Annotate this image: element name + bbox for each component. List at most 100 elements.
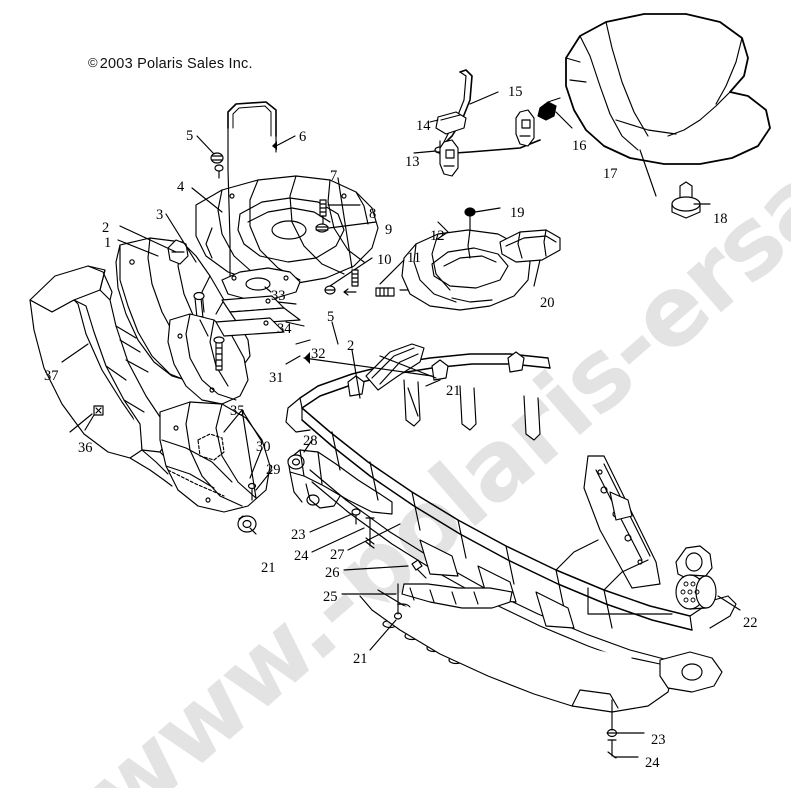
callout-16: 16 <box>572 138 587 154</box>
part-bolt-23-mid <box>351 508 361 525</box>
callout-33: 33 <box>271 288 286 304</box>
leader-21-center <box>379 355 437 379</box>
leader-16 <box>555 111 573 129</box>
callout-23-bottom: 23 <box>651 732 666 748</box>
leader-20 <box>533 259 541 287</box>
part-bolt-23-bottom <box>606 699 645 738</box>
leader-4 <box>191 187 223 213</box>
part-grommet-21-left <box>237 515 257 533</box>
part-clip-16 <box>537 97 573 129</box>
leader-10 <box>329 257 373 287</box>
copyright-symbol: © <box>88 55 98 70</box>
leader-11 <box>379 259 405 285</box>
part-seat-17 <box>565 13 771 165</box>
leader-26 <box>343 565 409 571</box>
callout-12: 12 <box>430 228 445 244</box>
callout-4: 4 <box>177 179 185 195</box>
callout-9: 9 <box>385 222 393 238</box>
leader-15 <box>469 91 499 105</box>
callout-32: 32 <box>311 346 326 362</box>
part-seat-base-12 <box>401 229 531 311</box>
callout-17: 17 <box>603 166 618 182</box>
leader-21-bottom <box>369 619 397 651</box>
callout-19: 19 <box>510 205 525 221</box>
callout-35: 35 <box>230 403 245 419</box>
part-screw-24-mid <box>365 517 375 549</box>
callout-8: 8 <box>369 206 377 222</box>
callout-13: 13 <box>405 154 420 170</box>
part-bracket-14 <box>435 111 467 135</box>
leader-33 <box>277 301 297 305</box>
leader-2-mid <box>199 319 209 337</box>
part-arrow-detail <box>343 288 409 296</box>
leader-22 <box>717 595 741 611</box>
callout-29: 29 <box>266 462 281 478</box>
callout-21-left: 21 <box>261 560 276 576</box>
part-grommet-21-bottom <box>393 583 403 620</box>
part-latch-right <box>515 109 535 147</box>
part-a-arm-28 <box>287 449 393 515</box>
part-tool-tray-20 <box>499 229 561 287</box>
callout-6: 6 <box>299 129 307 145</box>
part-bracket-33 <box>221 267 301 301</box>
leader-34 <box>285 321 305 327</box>
part-main-frame-assembly <box>285 343 737 713</box>
leader-6 <box>275 135 296 147</box>
leader-31 <box>285 355 301 365</box>
leader-9 <box>328 221 377 229</box>
callout-36: 36 <box>78 440 93 456</box>
part-latch-left <box>439 139 459 177</box>
callout-5-mid: 5 <box>327 309 335 325</box>
callout-14: 14 <box>416 118 431 134</box>
leader-2-frame <box>351 349 361 399</box>
leader-14 <box>429 119 439 123</box>
part-lower-panel-31 <box>167 313 249 405</box>
callout-23-mid: 23 <box>291 527 306 543</box>
callout-5: 5 <box>186 128 194 144</box>
part-screw-24-bottom <box>607 739 639 759</box>
leader-2 <box>119 225 177 253</box>
callout-28: 28 <box>303 433 318 449</box>
part-bolt-5 <box>210 152 224 179</box>
part-grab-bar-6 <box>227 101 277 291</box>
leader-24 <box>311 527 365 553</box>
leader-30 <box>249 447 263 479</box>
callout-26: 26 <box>325 565 340 581</box>
leader-5 <box>196 135 215 155</box>
callout-25: 25 <box>323 589 338 605</box>
callout-18: 18 <box>713 211 728 227</box>
leader-17 <box>639 149 657 197</box>
part-wedge-34 <box>215 317 285 337</box>
leader-27 <box>347 523 401 551</box>
leader-22-frame <box>587 587 673 615</box>
callout-24-bottom: 24 <box>645 755 660 771</box>
leader-21-frame <box>407 387 419 417</box>
leader-1 <box>117 239 159 257</box>
callout-1: 1 <box>104 235 112 251</box>
part-clip-3 <box>167 239 189 265</box>
leader-21-left <box>249 527 257 535</box>
part-nut-9 <box>315 221 377 233</box>
part-bolt-8 <box>319 199 361 229</box>
copyright-text: 2003 Polaris Sales Inc. <box>99 56 253 72</box>
leader-12 <box>435 231 449 241</box>
leader-5-mid <box>331 321 339 345</box>
part-rear-rack-4 <box>195 175 379 285</box>
callout-24-mid: 24 <box>294 548 309 564</box>
part-screw-center <box>213 336 225 371</box>
callout-15: 15 <box>508 84 523 100</box>
callout-22: 22 <box>743 615 758 631</box>
callout-27: 27 <box>330 547 345 563</box>
copyright-notice: ©2003 Polaris Sales Inc. <box>88 55 253 72</box>
callout-34: 34 <box>277 321 292 337</box>
part-fastener-11 <box>375 259 405 297</box>
callout-30: 30 <box>256 439 271 455</box>
callout-31: 31 <box>269 370 284 386</box>
part-fastener-36 <box>84 405 104 431</box>
callout-7: 7 <box>330 168 338 184</box>
leader-36 <box>69 413 93 433</box>
leader-35 <box>223 409 263 499</box>
part-washer-10 <box>324 257 373 295</box>
callout-21-bottom: 21 <box>353 651 368 667</box>
